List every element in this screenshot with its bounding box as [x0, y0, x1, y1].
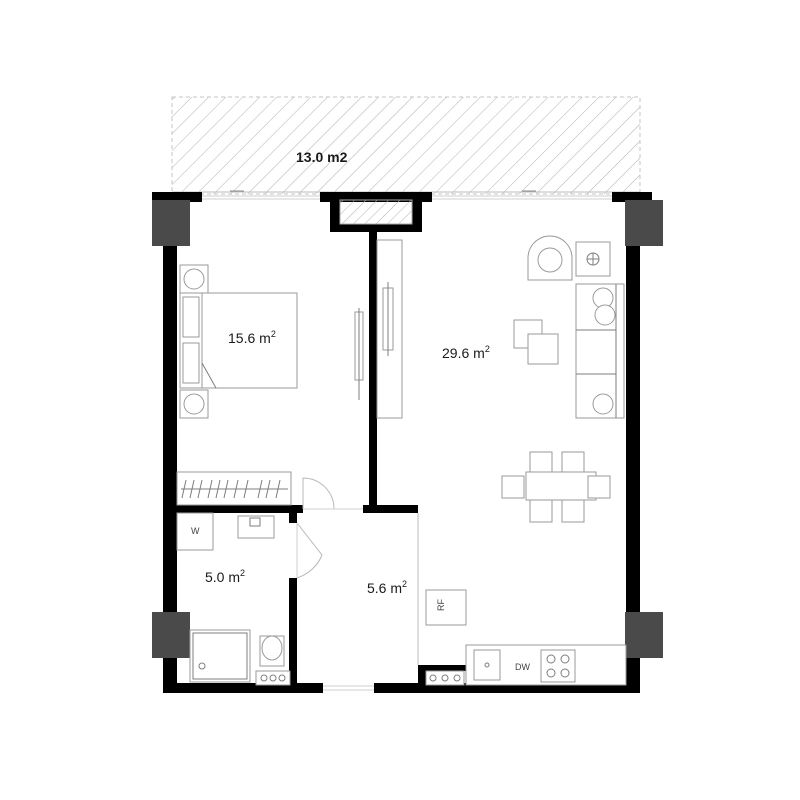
living-furniture: [501, 235, 625, 523]
dishwasher-label: DW: [515, 662, 530, 672]
exterior-walls: [152, 192, 652, 693]
partition-wardrobe: [354, 239, 403, 419]
interior-walls: [177, 232, 468, 688]
column: [625, 612, 663, 658]
bedroom-area-label: 15.6 m2: [228, 329, 276, 346]
living-area-label: 29.6 m2: [442, 344, 490, 361]
dining-table: [525, 471, 597, 501]
balcony: [171, 96, 641, 195]
column: [152, 200, 190, 246]
balcony-area-label: 13.0 m2: [296, 149, 348, 165]
column: [152, 612, 190, 658]
chimney-niche: [330, 199, 422, 232]
washer-label: W: [191, 526, 200, 536]
hall-area-label: 5.6 m2: [367, 579, 407, 596]
columns: [152, 200, 663, 658]
area-labels: 13.0 m2 15.6 m2 29.6 m2 5.0 m2 5.6 m2 W …: [191, 149, 530, 672]
kitchen: [425, 589, 627, 686]
column: [625, 200, 663, 246]
bedroom-furniture: [176, 264, 298, 506]
fridge-label: RF: [436, 599, 446, 611]
bathroom-area-label: 5.0 m2: [205, 568, 245, 585]
sink: [237, 515, 275, 539]
shower: [189, 629, 251, 683]
bathroom-fixtures: [176, 512, 291, 686]
doors: [296, 477, 363, 579]
